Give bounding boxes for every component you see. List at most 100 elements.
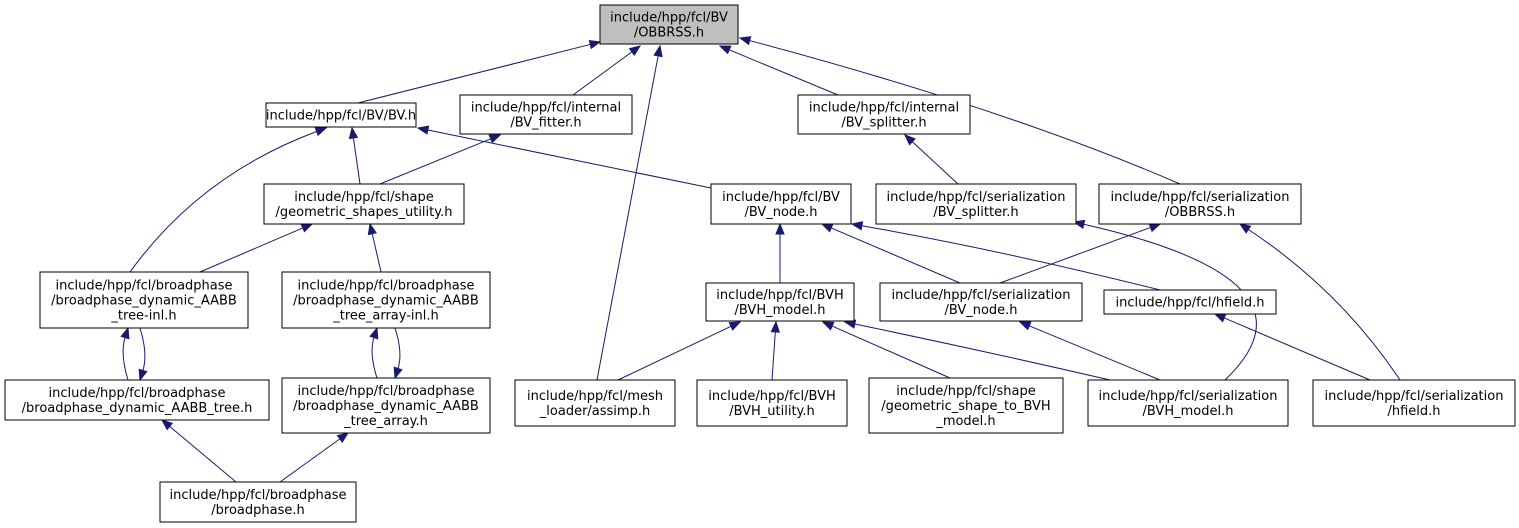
arrowhead-icon	[628, 45, 642, 57]
edge-line	[999, 226, 1151, 284]
node-label-line: /BV_fitter.h	[510, 116, 581, 131]
node-box	[705, 282, 855, 322]
node-label-line: include/hpp/fcl/serialization	[1111, 190, 1290, 205]
edge-line	[1029, 325, 1161, 381]
node-label-line: include/hpp/fcl/broadphase	[297, 384, 474, 399]
edge-line	[729, 49, 839, 96]
node-label-line: include/hpp/fcl/shape	[896, 384, 1036, 399]
edge-n14-to-n9	[369, 326, 379, 379]
arrowhead-icon	[820, 223, 834, 233]
node-label-line: /BV_splitter.h	[933, 205, 1018, 220]
node-label-line: /broadphase_dynamic_AABB	[51, 294, 237, 309]
arrowhead-icon	[653, 44, 663, 58]
node-include-hpp-fcl-internal-bv-fitter-h[interactable]: include/hpp/fcl/internal/BV_fitter.h	[459, 94, 633, 135]
node-box	[797, 94, 971, 135]
edge-line	[572, 51, 633, 96]
node-label-line: include/hpp/fcl/BV	[722, 190, 840, 205]
node-label-line: _loader/assimp.h	[539, 404, 650, 419]
edge-line	[357, 43, 591, 104]
node-include-hpp-fcl-shape-geometric-shape-to-bvh-model-h[interactable]: include/hpp/fcl/shape/geometric_shape_to…	[868, 377, 1064, 434]
edge-n19-to-n7	[1238, 223, 1401, 381]
arrowhead-icon	[300, 223, 314, 233]
edge-line	[394, 327, 401, 369]
node-include-hpp-fcl-broadphase-broadphase-dynamic-aabb-tree-array-inl-h[interactable]: include/hpp/fcl/broadphase/broadphase_dy…	[281, 271, 491, 329]
node-box	[459, 94, 633, 135]
arrowhead-icon	[138, 368, 148, 382]
node-label-line: /BV_splitter.h	[841, 116, 926, 131]
arrowhead-icon	[718, 45, 732, 55]
edge-n18-to-n10	[843, 319, 1111, 381]
edge-line	[379, 138, 491, 185]
node-include-hpp-fcl-serialization-obbrss-h[interactable]: include/hpp/fcl/serialization/OBBRSS.h	[1098, 183, 1302, 225]
node-label-line: include/hpp/fcl/internal	[471, 101, 621, 116]
node-include-hpp-fcl-broadphase-broadphase-dynamic-aabb-tree-array-h[interactable]: include/hpp/fcl/broadphase/broadphase_dy…	[281, 377, 491, 434]
node-include-hpp-fcl-serialization-hfield-h[interactable]: include/hpp/fcl/serialization/hfield.h	[1312, 379, 1516, 427]
node-box	[879, 282, 1083, 322]
edge-n11-to-n5	[820, 223, 961, 284]
arrowhead-icon	[1148, 223, 1162, 233]
node-label-line: _tree-inl.h	[110, 309, 176, 324]
edge-n19-to-n12	[1213, 313, 1371, 381]
node-label-line: _tree_array-inl.h	[332, 309, 439, 324]
node-label-line: include/hpp/fcl/serialization	[892, 288, 1071, 303]
node-include-hpp-fcl-bv-obbrss-h[interactable]: include/hpp/fcl/BV/OBBRSS.h	[599, 4, 739, 45]
node-label-line: include/hpp/fcl/BV/BV.h	[266, 109, 416, 124]
node-label-line: /broadphase_dynamic_AABB	[293, 294, 479, 309]
edge-n10-to-n5	[775, 222, 785, 283]
node-label-line: /OBBRSS.h	[634, 26, 704, 41]
node-label-line: /BVH_model.h	[1143, 404, 1234, 419]
node-box	[514, 379, 676, 427]
node-label-line: _model.h	[935, 414, 995, 429]
node-label-line: include/hpp/fcl/BVH	[716, 288, 844, 303]
edge-line	[352, 137, 361, 185]
node-include-hpp-fcl-shape-geometric-shapes-utility-h[interactable]: include/hpp/fcl/shape/geometric_shapes_u…	[263, 183, 465, 225]
edge-n17-to-n10	[821, 321, 951, 379]
node-include-hpp-fcl-broadphase-broadphase-dynamic-aabb-tree-inl-h[interactable]: include/hpp/fcl/broadphase/broadphase_dy…	[39, 271, 249, 329]
arrowhead-icon	[738, 36, 752, 46]
node-label-line: /broadphase.h	[211, 503, 304, 518]
node-label-line: include/hpp/fcl/mesh	[527, 389, 663, 404]
node-label-line: /broadphase_dynamic_AABB	[293, 399, 479, 414]
node-label-line: include/hpp/fcl/broadphase	[48, 386, 225, 401]
node-include-hpp-fcl-serialization-bvh-model-h[interactable]: include/hpp/fcl/serialization/BVH_model.…	[1087, 379, 1289, 427]
node-box	[710, 183, 852, 225]
node-include-hpp-fcl-bvh-bvh-utility-h[interactable]: include/hpp/fcl/BVH/BVH_utility.h	[696, 379, 848, 427]
node-include-hpp-fcl-mesh-loader-assimp-h[interactable]: include/hpp/fcl/mesh_loader/assimp.h	[514, 379, 676, 427]
node-box	[281, 377, 491, 434]
arrowhead-icon	[588, 39, 602, 50]
edge-line	[279, 438, 341, 483]
node-box	[265, 102, 417, 128]
arrowhead-icon	[850, 221, 864, 231]
edge-line	[912, 141, 959, 185]
edge-line	[1248, 229, 1401, 381]
edge-n8-to-n1	[129, 127, 328, 273]
node-include-hpp-fcl-broadphase-broadphase-h[interactable]: include/hpp/fcl/broadphase/broadphase.h	[159, 481, 357, 523]
node-include-hpp-fcl-bv-bv-node-h[interactable]: include/hpp/fcl/BV/BV_node.h	[710, 183, 852, 225]
node-include-hpp-fcl-hfield-h[interactable]: include/hpp/fcl/hfield.h	[1103, 289, 1277, 315]
node-include-hpp-fcl-bvh-bvh-model-h[interactable]: include/hpp/fcl/BVH/BVH_model.h	[705, 282, 855, 322]
edge-n4-to-n1	[348, 126, 361, 185]
edge-line	[854, 323, 1111, 381]
node-label-line: include/hpp/fcl/BVH	[708, 389, 836, 404]
node-include-hpp-fcl-serialization-bv-splitter-h[interactable]: include/hpp/fcl/serialization/BV_splitte…	[875, 183, 1077, 225]
arrowhead-icon	[367, 222, 377, 236]
arrowhead-icon	[120, 326, 130, 340]
edge-layer	[120, 36, 1401, 483]
node-label-line: include/hpp/fcl/shape	[294, 190, 434, 205]
node-box	[1312, 379, 1516, 427]
edge-n15-to-n10	[617, 321, 742, 381]
node-label-line: /BV_node.h	[944, 303, 1017, 318]
arrowhead-icon	[821, 321, 835, 331]
node-box	[868, 377, 1064, 434]
edge-n9-to-n14	[393, 327, 403, 380]
node-include-hpp-fcl-broadphase-broadphase-dynamic-aabb-tree-h[interactable]: include/hpp/fcl/broadphase/broadphase_dy…	[4, 379, 270, 421]
node-label-line: /OBBRSS.h	[1165, 205, 1235, 220]
edge-n20-to-n14	[279, 432, 350, 483]
node-include-hpp-fcl-internal-bv-splitter-h[interactable]: include/hpp/fcl/internal/BV_splitter.h	[797, 94, 971, 135]
edge-n6-to-n3	[904, 134, 959, 185]
node-include-hpp-fcl-serialization-bv-node-h[interactable]: include/hpp/fcl/serialization/BV_node.h	[879, 282, 1083, 322]
arrowhead-icon	[393, 366, 403, 380]
node-label-line: _tree_array.h	[343, 414, 428, 429]
node-include-hpp-fcl-bv-bv-h[interactable]: include/hpp/fcl/BV/BV.h	[265, 102, 417, 128]
edge-line	[427, 129, 712, 189]
